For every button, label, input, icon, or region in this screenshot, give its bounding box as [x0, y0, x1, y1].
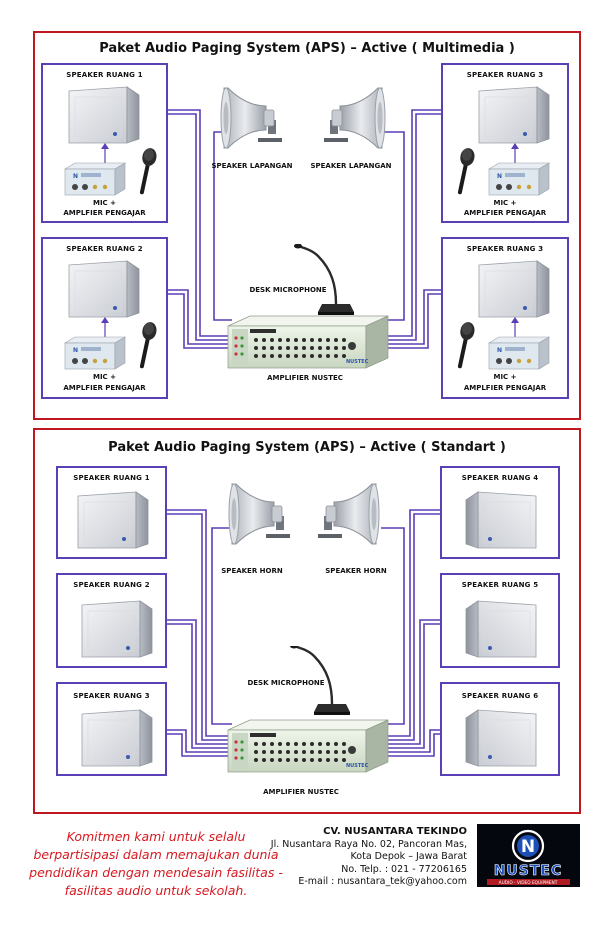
std-room-6-label: SPEAKER RUANG 6 [461, 692, 539, 700]
room-1-label: SPEAKER RUANG 1 [66, 71, 143, 79]
horn-left-caption: SPEAKER LAPANGAN [211, 162, 293, 170]
std-room-1-box: SPEAKER RUANG 1 [56, 466, 167, 559]
panel-title: Paket Audio Paging System (APS) – Active… [99, 41, 515, 56]
room-4-box: SPEAKER RUANG 3 MIC + AMPLFIER PENGAJAR [441, 237, 569, 399]
horn-right-caption: SPEAKER LAPANGAN [310, 162, 392, 170]
std-room-3-speaker-icon [81, 709, 153, 767]
company-info: CV. NUSANTARA TEKINDO Jl. Nusantara Raya… [271, 826, 467, 889]
std-room-1-speaker-icon [77, 491, 149, 549]
company-email: E-mail : nusantara_tek@yahoo.com [298, 876, 467, 887]
std-room-5-box: SPEAKER RUANG 5 [440, 573, 560, 668]
room-4-mic-caption: MIC + [493, 373, 517, 381]
room-2-amp-caption: AMPLFIER PENGAJAR [63, 384, 146, 392]
room-2-mic-caption: MIC + [92, 373, 116, 381]
room-2-label: SPEAKER RUANG 2 [66, 245, 143, 253]
company-name: CV. NUSANTARA TEKINDO [323, 826, 467, 837]
room-2-box: SPEAKER RUANG 2 MIC + AMPLFIER PENGAJAR [41, 237, 168, 399]
std-room-4-box: SPEAKER RUANG 4 [440, 466, 560, 559]
amplifier-caption: AMPLIFIER NUSTEC [267, 374, 343, 382]
std-room-6-box: SPEAKER RUANG 6 [440, 682, 560, 776]
std-horn-right-caption: SPEAKER HORN [325, 567, 387, 575]
nustec-logo: N NUSTEC AUDIO - VIDEO EQUIPMENT [477, 824, 580, 887]
logo-mark: N [521, 837, 535, 857]
std-room-5-label: SPEAKER RUANG 5 [461, 581, 539, 589]
company-phone: No. Telp. : 021 - 77206165 [341, 863, 467, 875]
room-3-label: SPEAKER RUANG 3 [466, 71, 544, 79]
std-desk-mic-caption: DESK MICROPHONE [247, 679, 325, 687]
std-room-4-speaker-icon [465, 491, 537, 549]
desk-mic-caption: DESK MICROPHONE [249, 286, 327, 294]
company-address-2: Kota Depok – Jawa Barat [350, 851, 467, 862]
logo-slogan: AUDIO - VIDEO EQUIPMENT [499, 880, 558, 886]
std-room-1-label: SPEAKER RUANG 1 [73, 474, 150, 482]
std-horn-left-icon [228, 483, 291, 545]
std-horn-right-icon [317, 483, 380, 545]
room-3-speaker-icon [457, 86, 550, 196]
room-1-amp-caption: AMPLFIER PENGAJAR [63, 209, 146, 217]
logo-brand: NUSTEC [494, 863, 563, 879]
room-4-speaker-icon [457, 260, 550, 370]
std-amplifier-caption: AMPLIFIER NUSTEC [263, 788, 339, 796]
room-1-mic-caption: MIC + [92, 199, 116, 207]
panel-title: Paket Audio Paging System (APS) – Active… [108, 440, 506, 455]
std-room-3-box: SPEAKER RUANG 3 [56, 682, 167, 776]
std-room-2-label: SPEAKER RUANG 2 [73, 581, 150, 589]
tagline: Komitmen kami untuk selalu berpartisipas… [29, 829, 283, 898]
room-1-speaker-icon [64, 86, 159, 196]
std-amplifier-icon [227, 719, 389, 773]
std-room-5-speaker-icon [465, 600, 537, 658]
room-3-amp-caption: AMPLFIER PENGAJAR [463, 209, 547, 217]
std-room-4-label: SPEAKER RUANG 4 [461, 474, 539, 482]
room-3-mic-caption: MIC + [493, 199, 517, 207]
room-1-box: SPEAKER RUANG 1 MIC + AMPLFIER PENGAJAR [41, 63, 168, 223]
room-4-amp-caption: AMPLFIER PENGAJAR [463, 384, 547, 392]
room-4-label: SPEAKER RUANG 3 [466, 245, 544, 253]
std-room-6-speaker-icon [465, 709, 537, 767]
std-room-3-label: SPEAKER RUANG 3 [73, 692, 150, 700]
company-address-1: Jl. Nusantara Raya No. 02, Pancoran Mas, [270, 838, 467, 850]
std-horn-left-caption: SPEAKER HORN [221, 567, 283, 575]
room-2-speaker-icon [64, 260, 159, 370]
std-desk-microphone-icon [288, 646, 352, 717]
room-3-box: SPEAKER RUANG 3 MIC + AMPLFIER PENGAJAR [441, 63, 569, 223]
std-room-2-box: SPEAKER RUANG 2 [56, 573, 167, 668]
std-room-2-speaker-icon [81, 600, 153, 658]
